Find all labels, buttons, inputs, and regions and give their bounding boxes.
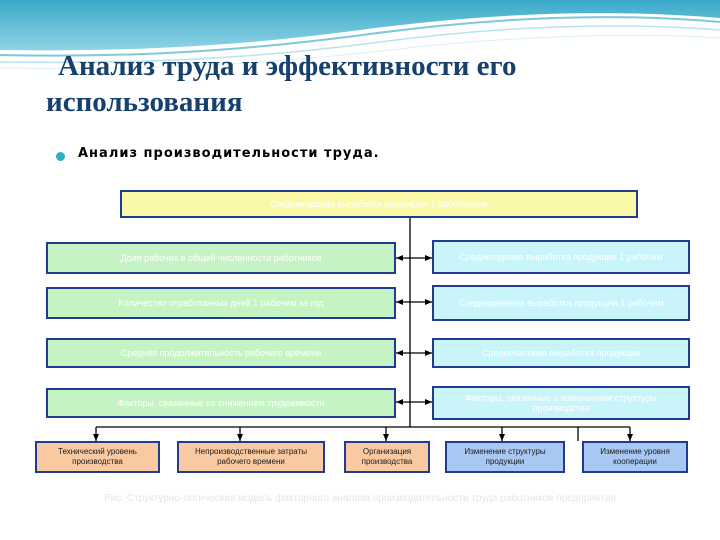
top-box: Среднегодовая выработка продукции 1 рабо… <box>120 190 638 218</box>
left-box-1: Доля рабочих в общей численности работни… <box>46 242 396 274</box>
right-box-2: Среднедневная выработка продукции 1 рабо… <box>432 285 690 321</box>
right-box-3: Среднечасовая выработка продукции <box>432 338 690 368</box>
left-box-4: Факторы, связанные со снижением трудоемк… <box>46 388 396 418</box>
slide-title-line-2: использования <box>46 86 243 118</box>
right-box-1: Среднегодовая выработка продукции 1 рабо… <box>432 240 690 274</box>
bullet-text: Анализ производительности труда. <box>78 146 380 161</box>
left-box-2: Количество отработанных дней 1 рабочим з… <box>46 287 396 319</box>
slide-title-line-1: Анализ труда и эффективности его <box>58 50 517 82</box>
bottom-box-3: Организация производства <box>344 441 430 473</box>
slide-title: Анализ труда и эффективности его использ… <box>46 48 686 120</box>
bottom-box-1: Технический уровень производства <box>35 441 160 473</box>
left-box-3: Средняя продолжительность рабочего време… <box>46 338 396 368</box>
bottom-box-4: Изменение структуры продукции <box>445 441 565 473</box>
figure-caption: Рис. Структурно-логическая модель фактор… <box>104 493 616 504</box>
bottom-box-5: Изменение уровня кооперации <box>582 441 688 473</box>
header-wave-decoration <box>0 0 720 69</box>
bullet-dot-icon <box>56 152 65 161</box>
bottom-box-2: Непроизводственные затраты рабочего врем… <box>177 441 325 473</box>
right-box-4: Факторы, связанные с изменением структур… <box>432 386 690 420</box>
